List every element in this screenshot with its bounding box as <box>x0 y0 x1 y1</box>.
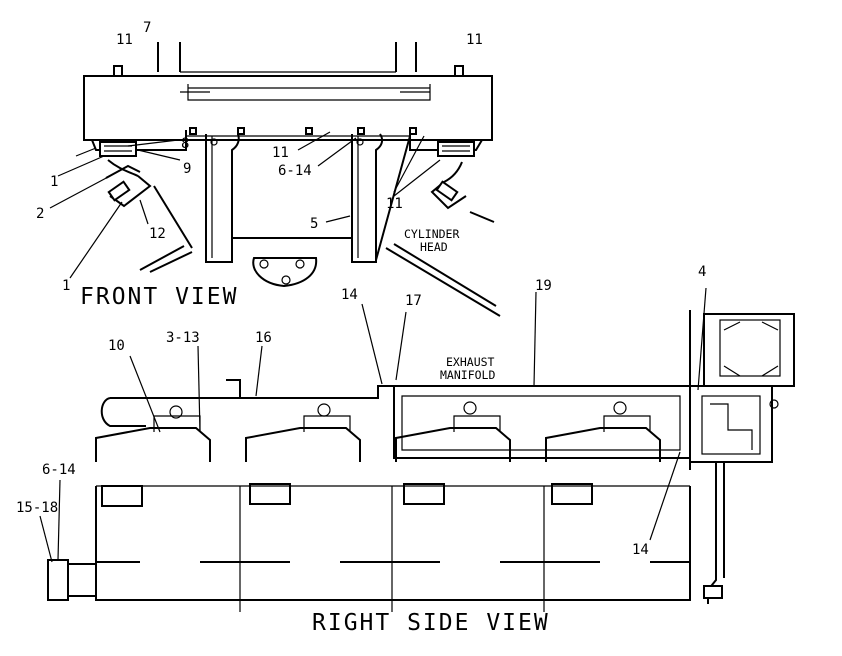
callout-12: 12 <box>149 226 166 242</box>
exhaust-manifold-label-line-1: EXHAUST <box>446 355 495 369</box>
callout-19: 19 <box>535 278 552 294</box>
right-side-view-title: RIGHT SIDE VIEW <box>312 610 550 636</box>
port-2 <box>245 403 361 505</box>
port-3 <box>395 401 511 505</box>
callout-labels: 11 7 11 8 9 1 2 12 1 11 6-14 11 5 14 17 … <box>16 20 706 558</box>
callout-8: 8 <box>181 136 189 152</box>
callout-1-b: 1 <box>62 278 70 294</box>
callout-11-top-right: 11 <box>466 32 483 48</box>
callout-7: 7 <box>143 20 151 36</box>
cylinder-head-label-line-1: CYLINDER <box>404 227 459 241</box>
right-side-view-drawing <box>47 310 795 612</box>
callout-11-right: 11 <box>386 196 403 212</box>
note-labels: CYLINDER HEAD EXHAUST MANIFOLD <box>404 227 495 382</box>
callout-6-14-side: 6-14 <box>42 462 76 478</box>
cylinder-head-label-line-2: HEAD <box>420 240 448 254</box>
port-1 <box>95 405 211 507</box>
view-titles: FRONT VIEW RIGHT SIDE VIEW <box>80 284 550 636</box>
callout-4: 4 <box>698 264 706 280</box>
front-view-title: FRONT VIEW <box>80 284 238 310</box>
callout-16: 16 <box>255 330 272 346</box>
callout-9: 9 <box>183 161 191 177</box>
callout-11-top-left: 11 <box>116 32 133 48</box>
front-view-drawing <box>83 42 501 317</box>
callout-6-14-front: 6-14 <box>278 163 312 179</box>
callout-2: 2 <box>36 206 44 222</box>
callout-1-a: 1 <box>50 174 58 190</box>
exhaust-manifold-label-line-2: MANIFOLD <box>440 368 495 382</box>
front-view-leaders <box>49 131 441 279</box>
port-4 <box>545 401 661 505</box>
callout-5: 5 <box>310 216 318 232</box>
callout-11-mid: 11 <box>272 145 289 161</box>
right-side-view-leaders <box>39 287 707 563</box>
callout-15-18: 15-18 <box>16 500 58 516</box>
callout-14-bottom: 14 <box>632 542 649 558</box>
callout-10: 10 <box>108 338 125 354</box>
callout-3-13: 3-13 <box>166 330 200 346</box>
callout-17: 17 <box>405 293 422 309</box>
callout-14-top: 14 <box>341 287 358 303</box>
